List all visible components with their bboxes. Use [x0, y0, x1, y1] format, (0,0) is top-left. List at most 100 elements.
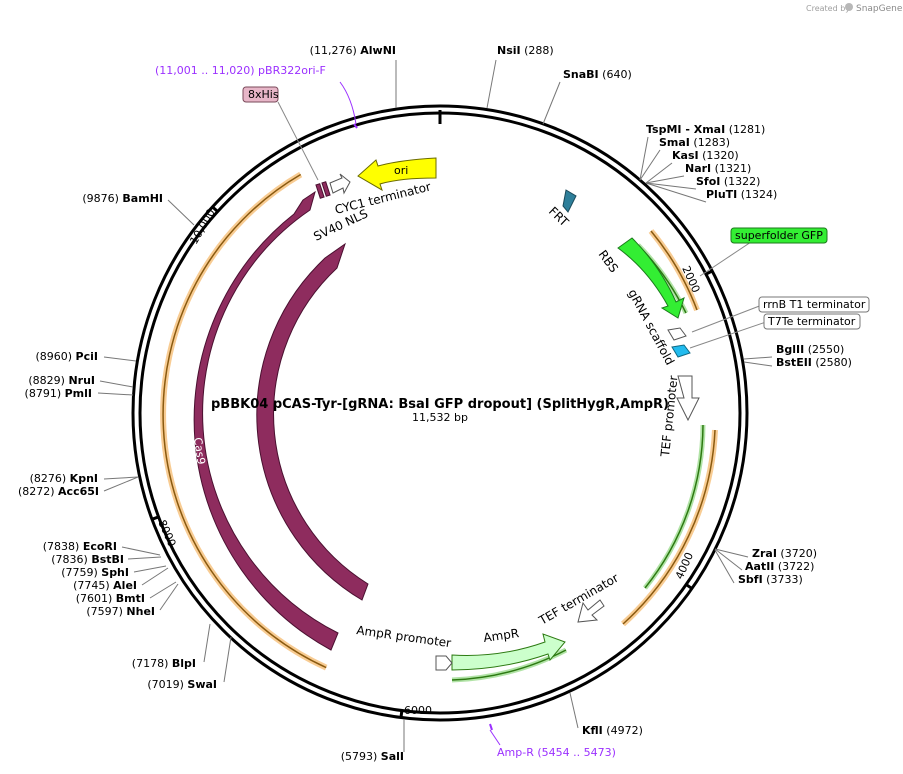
backbone-outer — [131, 104, 749, 722]
ori-label: ori — [394, 164, 408, 177]
superfolder-gfp-arrow[interactable] — [617, 237, 685, 319]
tick-label: 6000 — [404, 704, 432, 717]
site-leader-pcii — [103, 356, 137, 362]
site-label-bamhi[interactable]: (9876) BamHI — [82, 192, 163, 205]
site-label-kasi[interactable]: KasI (1320) — [672, 149, 739, 162]
his-tag-callout[interactable]: 8xHis — [242, 86, 279, 103]
tick-mark — [152, 515, 161, 521]
site-leader-blpi — [203, 623, 211, 663]
site-leader-nari — [645, 175, 685, 184]
site-label-tspmi[interactable]: TspMI - XmaI (1281) — [646, 123, 765, 136]
primer-pbr322ori-mark — [353, 123, 358, 129]
primer-pbr322ori-leader — [339, 81, 357, 125]
tef-promoter-arrow[interactable] — [676, 375, 700, 422]
site-label-ecori[interactable]: (7838) EcoRI — [43, 540, 117, 553]
site-label-swai[interactable]: (7019) SwaI — [147, 678, 217, 691]
site-label-smai[interactable]: SmaI (1283) — [659, 136, 730, 149]
site-leader-bglii — [743, 356, 773, 360]
site-label-aatii[interactable]: AatII (3722) — [745, 560, 814, 573]
site-labels: (11,276) AlwNI NsiI (288) SnaBI (640) TspMI… — [18, 44, 852, 763]
site-label-bsteii[interactable]: BstEII (2580) — [776, 356, 852, 369]
primer-label-amp-r[interactable]: Amp-R (5454 .. 5473) — [497, 746, 616, 759]
site-leader-acc65i — [103, 476, 139, 492]
primer-ampr-leader — [489, 729, 501, 746]
rrnb-t1-terminator-arrow[interactable] — [667, 327, 687, 341]
sv40-nls-mark — [321, 181, 331, 197]
site-label-snabi[interactable]: SnaBI (640) — [563, 68, 632, 81]
site-label-nrui[interactable]: (8829) NruI — [28, 374, 95, 387]
rrnb-terminator-callout[interactable]: rrnB T1 terminator — [758, 296, 870, 313]
svg-text:T7Te terminator: T7Te terminator — [767, 315, 856, 328]
plasmid-title: pBBK04 pCAS-Tyr-[gRNA: BsaI GFP dropout]… — [211, 397, 669, 412]
site-leader-kfli — [569, 692, 579, 729]
site-label-sfoi[interactable]: SfoI (1322) — [696, 175, 760, 188]
cas9-outer-label: Cas9 — [191, 437, 208, 466]
site-leader-bmti — [149, 581, 177, 599]
site-leader-bsteii — [743, 361, 773, 367]
site-leader-lines — [97, 59, 773, 752]
primer-label-pbr322ori-f[interactable]: (11,001 .. 11,020) pBR322ori-F — [155, 64, 326, 77]
t7te-terminator-callout[interactable]: T7Te terminator — [763, 313, 861, 330]
site-label-zrai[interactable]: ZraI (3720) — [752, 547, 817, 560]
site-label-pmli[interactable]: (8791) PmlI — [25, 387, 92, 400]
tick-mark — [684, 582, 692, 590]
svg-text:rrnB T1 terminator: rrnB T1 terminator — [763, 298, 866, 311]
site-label-bglii[interactable]: BglII (2550) — [776, 343, 844, 356]
site-label-kfli[interactable]: KflI (4972) — [582, 724, 643, 737]
site-leader-nrui — [99, 380, 134, 388]
site-leader-tspmi — [639, 136, 649, 181]
site-label-nsii[interactable]: NsiI (288) — [497, 44, 554, 57]
tef-terminator-arrow[interactable] — [577, 599, 605, 623]
tick-mark — [212, 206, 220, 214]
tick-mark — [704, 270, 712, 276]
site-leader-bstbi — [127, 556, 162, 560]
site-label-bmti[interactable]: (7601) BmtI — [76, 592, 145, 605]
site-leader-pmli — [97, 392, 134, 396]
credit-prefix: Created by — [806, 4, 850, 13]
site-leader-kasi — [645, 162, 673, 184]
site-label-pluti[interactable]: PluTI (1324) — [706, 188, 777, 201]
site-label-blpi[interactable]: (7178) BlpI — [132, 657, 196, 670]
site-leader-ecori — [121, 546, 161, 556]
t7te-terminator-arrow[interactable] — [671, 344, 691, 358]
site-leader-snabi — [542, 81, 561, 125]
site-leader-aatii — [714, 548, 743, 571]
site-label-bstbi[interactable]: (7836) BstBI — [51, 553, 124, 566]
site-leader-nsii — [486, 59, 497, 109]
site-leader-swai — [223, 636, 232, 683]
ori-arrow[interactable]: ori — [357, 157, 437, 192]
site-leader-zrai — [714, 548, 749, 558]
cyc1-terminator-arrow[interactable] — [329, 173, 351, 195]
site-label-kpni[interactable]: (8276) KpnI — [30, 472, 98, 485]
site-leader-sfoi — [645, 182, 697, 190]
site-label-nhei[interactable]: (7597) NheI — [86, 605, 155, 618]
site-label-pcii[interactable]: (8960) PciI — [35, 350, 98, 363]
annotation-arcs — [160, 171, 718, 683]
frt-arrow[interactable] — [562, 189, 577, 213]
credit-brand: SnapGene — [856, 4, 903, 14]
site-leader-sbfi — [714, 549, 735, 584]
ampr-arrow[interactable] — [435, 633, 566, 671]
ampr-promoter-label: AmpR promoter — [356, 623, 452, 650]
site-label-sphi[interactable]: (7759) SphI — [61, 566, 129, 579]
plasmid-length: 11,532 bp — [412, 411, 468, 424]
site-label-sali[interactable]: (5793) SalI — [341, 750, 404, 763]
site-leader-pluti — [645, 182, 707, 203]
superfolder-gfp-callout[interactable]: superfolder GFP — [730, 227, 828, 244]
svg-text:superfolder GFP: superfolder GFP — [735, 229, 823, 242]
snapgene-logo-icon — [845, 3, 853, 11]
site-leader-bamhi — [167, 199, 195, 226]
site-label-acc65i[interactable]: (8272) Acc65I — [18, 485, 99, 498]
primer-ampr-mark — [489, 723, 493, 731]
site-label-sbfi[interactable]: SbfI (3733) — [738, 573, 803, 586]
ampr-promoter-arrow[interactable] — [435, 655, 453, 671]
site-leader-smai — [639, 149, 661, 181]
site-label-nari[interactable]: NarI (1321) — [685, 162, 751, 175]
cas9-inner-arrow[interactable]: Cas9 — [238, 242, 369, 601]
site-label-alwni[interactable]: (11,276) AlwNI — [310, 44, 396, 57]
8xhis-mark — [315, 183, 325, 199]
site-label-alei[interactable]: (7745) AleI — [73, 579, 137, 592]
cas9-outer-arrow[interactable]: Cas9 — [191, 190, 339, 651]
